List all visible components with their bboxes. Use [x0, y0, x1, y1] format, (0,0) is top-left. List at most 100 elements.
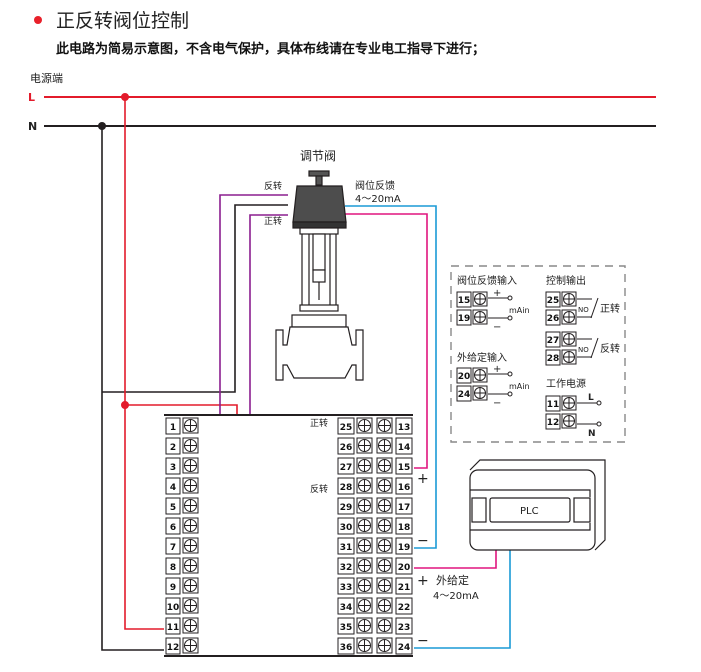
terminal-number: 4 — [170, 483, 176, 493]
disclaimer-text: 此电路为简易示意图，不含电气保护，具体布线请在专业电工指导下进行； — [56, 42, 486, 57]
tb-minus-feedback: − — [417, 533, 429, 549]
terminal-number: 25 — [547, 296, 560, 306]
terminal-number: 19 — [398, 543, 411, 553]
neutral-wire-to-12 — [101, 126, 168, 651]
terminal-row: 4 28 16 — [165, 477, 413, 495]
terminal-number: 1 — [170, 423, 176, 433]
terminal-number: 16 — [398, 483, 411, 493]
valve-title: 调节阀 — [300, 149, 336, 163]
tb-ext-range: 4～20mA — [433, 591, 479, 602]
mAin-label: mAin — [509, 382, 530, 391]
terminal-number: 5 — [170, 503, 176, 513]
terminal-number: 32 — [340, 563, 353, 573]
legend-control-title: 控制输出 — [546, 274, 586, 287]
plc-device — [469, 459, 606, 551]
terminal-number: 7 — [170, 543, 176, 553]
terminal-row: 12 36 24 — [165, 637, 413, 655]
terminal-number: 2 — [170, 443, 176, 453]
valve-forward-label: 正转 — [264, 215, 282, 227]
minus-sign: − — [493, 398, 501, 409]
terminal-number: 6 — [170, 523, 176, 533]
bullet-icon — [34, 15, 42, 24]
legend-ext-title: 外给定输入 — [457, 351, 507, 364]
terminal-number: 36 — [340, 643, 353, 653]
terminal-number: 28 — [547, 354, 560, 364]
neutral-wire-to-valve — [102, 204, 288, 393]
terminal-number: 9 — [170, 583, 176, 593]
tb-forward-label: 正转 — [310, 417, 328, 429]
legend-box — [450, 265, 626, 443]
legend-power-title: 工作电源 — [546, 377, 586, 390]
n-label: N — [588, 429, 596, 439]
terminal-row: 10 34 22 — [165, 597, 413, 615]
terminal-number: 20 — [398, 563, 411, 573]
relay-label: 正转 — [600, 302, 620, 315]
terminal-number: 24 — [398, 643, 411, 653]
plc-label: PLC — [520, 506, 539, 517]
terminal-number: 20 — [458, 372, 471, 382]
valve-reverse-label: 反转 — [264, 180, 282, 192]
terminal-row: 1 25 13 — [165, 417, 413, 435]
valve-icon — [275, 170, 364, 381]
terminal-number: 21 — [398, 583, 411, 593]
terminal-number: 15 — [398, 463, 411, 473]
tb-reverse-label: 反转 — [310, 483, 328, 495]
terminal-number: 25 — [340, 423, 353, 433]
legend-feedback-title: 阀位反馈输入 — [457, 274, 517, 287]
mAin-label: mAin — [509, 306, 530, 315]
terminal-number: 26 — [340, 443, 353, 453]
terminal-number: 13 — [398, 423, 411, 433]
terminal-number: 18 — [398, 523, 411, 533]
terminal-number: 14 — [398, 443, 411, 453]
no-label: NO — [578, 346, 589, 354]
tb-minus-ext: − — [417, 633, 429, 649]
terminal-block — [164, 416, 414, 656]
plus-sign: + — [493, 364, 501, 375]
tb-ext-label: 外给定 — [436, 573, 469, 587]
terminal-number: 15 — [458, 296, 471, 306]
terminal-number: 12 — [547, 418, 560, 428]
terminal-number: 26 — [547, 314, 560, 324]
terminal-number: 10 — [167, 603, 180, 613]
ext-plus-wire — [392, 543, 497, 569]
terminal-number: 23 — [398, 623, 411, 633]
terminal-number: 34 — [340, 603, 353, 613]
legend-feedback-terminals: 15 19 + −mAin — [456, 288, 530, 333]
legend-forward-relay: 25 26 NO 正转 — [545, 291, 620, 326]
terminal-number: 17 — [398, 503, 411, 513]
valve-feedback-label: 阀位反馈 — [355, 179, 395, 192]
plus-sign: + — [493, 288, 501, 299]
terminal-number: 30 — [340, 523, 353, 533]
terminal-number: 22 — [398, 603, 411, 613]
terminal-number: 29 — [340, 503, 353, 513]
terminal-number: 27 — [547, 336, 560, 346]
terminal-number: 28 — [340, 483, 353, 493]
terminal-number: 19 — [458, 314, 471, 324]
terminal-number: 33 — [340, 583, 353, 593]
terminal-row: 7 31 19 — [165, 537, 413, 555]
line-l-label: L — [28, 91, 35, 104]
terminal-number: 12 — [167, 643, 180, 653]
no-label: NO — [578, 306, 589, 314]
relay-label: 反转 — [600, 342, 620, 355]
tb-plus-feedback: + — [417, 471, 429, 487]
terminal-row: 9 33 21 — [165, 577, 413, 595]
tb-plus-ext: + — [417, 573, 429, 589]
power-label: 电源端 — [30, 71, 63, 85]
legend-reverse-relay: 27 28 NO 反转 — [545, 331, 620, 366]
valve-feedback-range: 4～20mA — [355, 194, 401, 205]
terminal-number: 11 — [547, 400, 560, 410]
terminal-row: 5 29 17 — [165, 497, 413, 515]
section-header: 正反转阀位控制 — [34, 6, 189, 33]
terminal-number: 31 — [340, 543, 353, 553]
terminal-number: 3 — [170, 463, 176, 473]
terminal-row: 6 30 18 — [165, 517, 413, 535]
terminal-number: 11 — [167, 623, 180, 633]
minus-sign: − — [493, 322, 501, 333]
